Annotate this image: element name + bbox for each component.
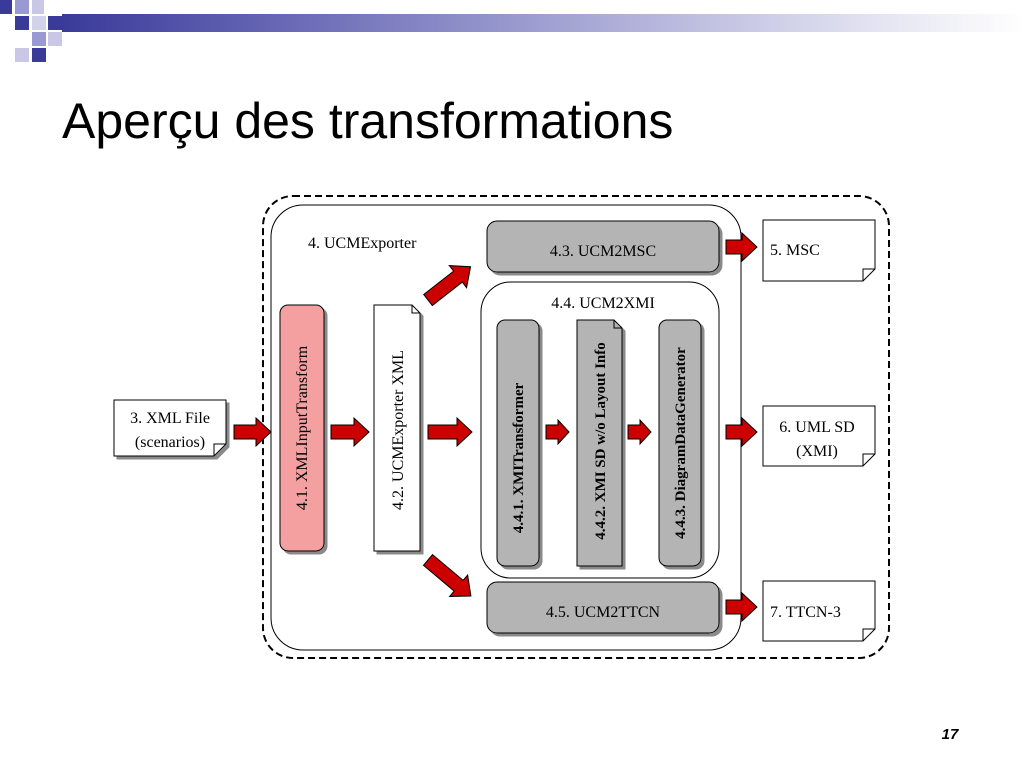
ttcn3-output-document: 7. TTCN-3 <box>762 580 876 642</box>
xmi-transformer-module: 4.4.1. XMITransformer <box>496 319 540 567</box>
ucm2ttcn-label: 4.5. UCM2TTCN <box>546 604 661 621</box>
diagram-data-generator-module: 4.4.3. DiagramDataGenerator <box>658 319 702 567</box>
xmi-sd-label: 4.4.2. XMI SD w/o Layout Info <box>593 342 609 540</box>
arrow-xmi-transformer-to-sd <box>545 418 570 446</box>
arrow-ucm2ttcn-to-ttcn3 <box>725 591 758 623</box>
arrow-sd-to-diagram-generator <box>627 418 652 446</box>
uml-sd-output-line1: 6. UML SD <box>779 419 854 436</box>
arrow-exporter-xml-to-ucm2msc <box>422 265 472 307</box>
ucmexporter-xml-document: 4.2. UCMExporter XML <box>373 304 421 552</box>
xml-file-document: 3. XML File (scenarios) <box>113 399 227 457</box>
arrow-exporter-xml-to-ucm2ttcn <box>422 553 472 597</box>
arrow-ucm2xmi-to-uml-sd <box>725 416 758 448</box>
ucm2xmi-label: 4.4. UCM2XMI <box>551 295 655 312</box>
xmi-sd-document: 4.4.2. XMI SD w/o Layout Info <box>576 319 623 567</box>
xml-input-transform-label: 4.1. XMLInputTransform <box>294 345 311 510</box>
xmi-transformer-label: 4.4.1. XMITransformer <box>511 382 527 533</box>
slide-title: Aperçu des transformations <box>62 93 674 149</box>
ucmexporter-label: 4. UCMExporter <box>308 235 417 252</box>
xml-input-transform-module: 4.1. XMLInputTransform <box>279 304 325 552</box>
ucm2msc-label: 4.3. UCM2MSC <box>550 243 656 260</box>
arrow-ucm2msc-to-msc <box>725 231 758 263</box>
xml-file-line1: 3. XML File <box>130 410 210 427</box>
ucmexporter-xml-label: 4.2. UCMExporter XML <box>390 350 407 510</box>
diagram-data-generator-label: 4.4.3. DiagramDataGenerator <box>673 347 689 539</box>
corner-decoration <box>0 0 62 62</box>
page-number: 17 <box>941 726 959 743</box>
ucm2ttcn-module: 4.5. UCM2TTCN <box>486 581 720 634</box>
uml-sd-output-line2: (XMI) <box>796 443 838 460</box>
ttcn3-output-label: 7. TTCN-3 <box>770 604 841 621</box>
arrow-input-to-transform <box>233 416 272 448</box>
xml-file-line2: (scenarios) <box>135 434 205 451</box>
uml-sd-output-document: 6. UML SD (XMI) <box>762 405 876 467</box>
msc-output-document: 5. MSC <box>762 219 876 282</box>
arrow-transform-to-exporter-xml <box>330 416 370 448</box>
ucm2msc-module: 4.3. UCM2MSC <box>486 220 720 273</box>
msc-output-label: 5. MSC <box>770 242 820 259</box>
arrow-exporter-xml-to-ucm2xmi <box>427 416 473 448</box>
title-band <box>62 14 1024 32</box>
